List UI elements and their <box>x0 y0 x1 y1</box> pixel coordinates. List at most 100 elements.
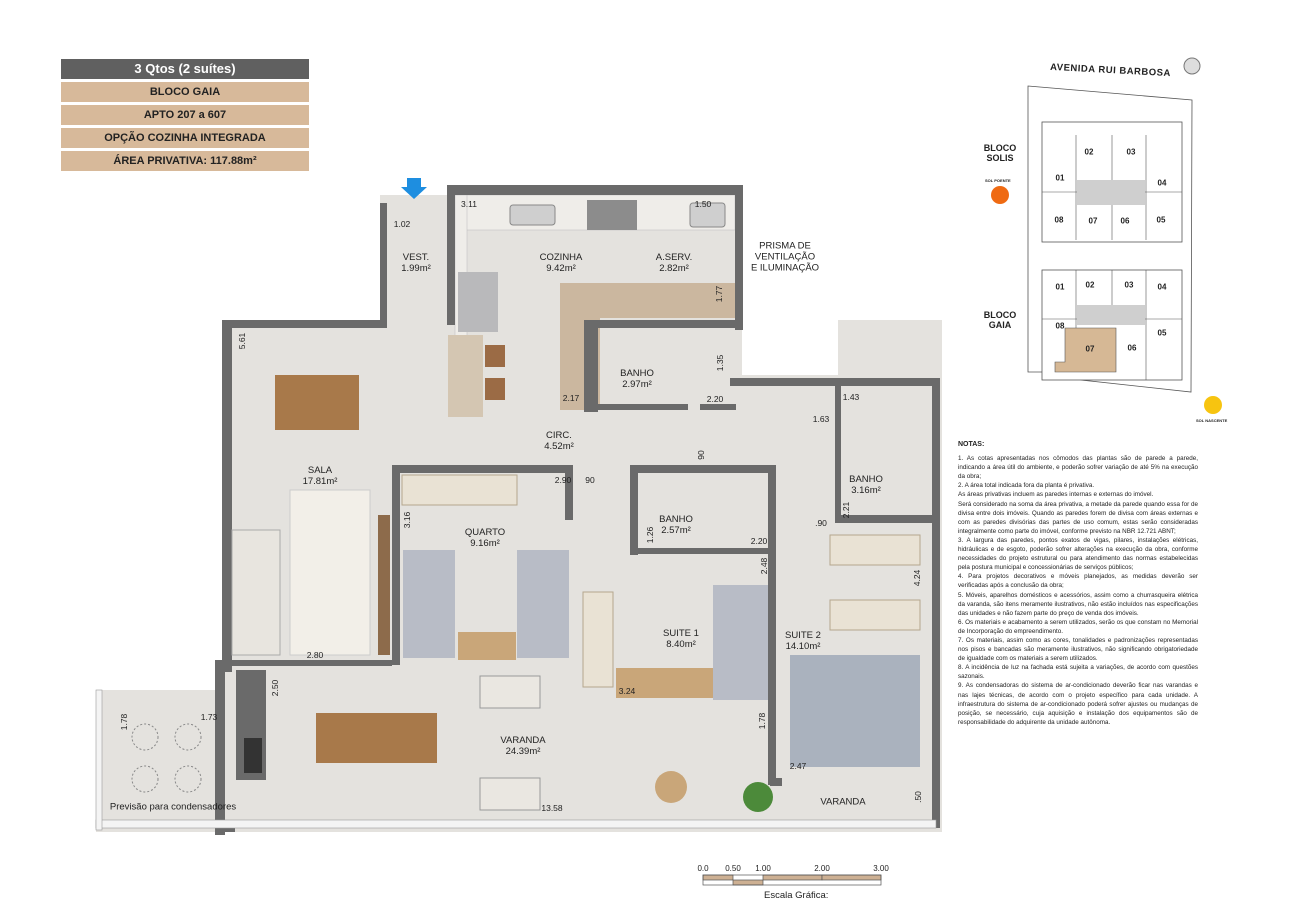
bed <box>403 550 455 658</box>
gaia-unit: 03 <box>1124 280 1134 290</box>
room-name: QUARTO <box>464 527 506 538</box>
block-line: SOLIS <box>986 153 1014 163</box>
dimension: 1.02 <box>393 219 411 229</box>
gaia-unit: 06 <box>1127 343 1137 353</box>
scale-tick: 0.0 <box>697 864 709 873</box>
dimension: 1.78 <box>757 712 767 730</box>
bed <box>713 585 768 700</box>
area-label: ÁREA PRIVATIVA: 117.88m² <box>61 151 309 171</box>
room-name: BANHO <box>659 514 693 525</box>
scale-tick: 1.00 <box>755 864 771 873</box>
prisma-line: PRISMA DE <box>759 240 811 252</box>
room-area: 17.81m² <box>302 476 338 487</box>
room-circ: CIRC.4.52m² <box>544 430 574 452</box>
room-name: SUITE 1 <box>663 628 699 639</box>
room-name: BANHO <box>849 474 883 485</box>
room-area: 2.97m² <box>622 379 652 390</box>
gaia-unit: 04 <box>1157 282 1167 292</box>
room-area: 14.10m² <box>785 641 821 652</box>
dimension: 1.77 <box>714 285 724 303</box>
room-name: SALA <box>307 465 333 476</box>
note-item: 7. Os materiais, assim como as cores, to… <box>958 636 1198 663</box>
entry-arrow-icon <box>401 178 427 199</box>
notes-section: NOTAS: 1. As cotas apresentadas nos cômo… <box>958 440 1198 727</box>
dimension: 5.61 <box>237 332 247 350</box>
gaia-unit: 05 <box>1157 328 1167 338</box>
sun-west-icon <box>991 186 1009 204</box>
gaia-unit-highlighted: 07 <box>1085 344 1095 354</box>
units-label: APTO 207 a 607 <box>61 105 309 125</box>
note-item: As áreas privativas incluem as paredes i… <box>958 491 1154 499</box>
bed <box>517 550 569 658</box>
scale-tick: 2.00 <box>814 864 830 873</box>
dimension: 2.17 <box>562 393 580 403</box>
sun-east-label: SOL NASCENTE <box>1196 418 1228 423</box>
note-item: 4. Para projetos decorativos e móveis pl… <box>958 573 1198 590</box>
room-area: 24.39m² <box>505 746 541 757</box>
room-varanda-suite: VARANDA <box>820 797 865 808</box>
block-line: GAIA <box>988 320 1012 330</box>
sun-west-label: SOL POENTE <box>985 178 1011 183</box>
note-item: 5. Móveis, aparelhos domésticos e acessó… <box>958 591 1198 617</box>
bed <box>790 655 920 767</box>
room-name: SUITE 2 <box>785 630 821 641</box>
room-vest: VEST.1.99m² <box>401 252 431 274</box>
room-name: VARANDA <box>820 796 866 808</box>
dimension: 2.50 <box>270 679 280 697</box>
room-name: VEST. <box>402 252 430 263</box>
dimension: 1.78 <box>119 713 129 731</box>
dimension: 2.48 <box>759 557 769 575</box>
dimension: 2.80 <box>306 650 324 660</box>
dimension: 3.24 <box>618 686 636 696</box>
room-name: Previsão para condensadores <box>109 801 237 813</box>
dimension: 1.35 <box>715 354 725 372</box>
room-area: 2.57m² <box>661 525 691 536</box>
dimension: 1.43 <box>842 392 860 402</box>
compass-icon <box>1183 57 1201 75</box>
sun-east-icon <box>1204 396 1222 414</box>
room-aserv: A.SERV.2.82m² <box>656 252 692 274</box>
solis-unit: 04 <box>1157 178 1167 188</box>
solis-unit: 01 <box>1055 173 1065 183</box>
dimension: 1.26 <box>645 526 655 544</box>
note-item: 2. A área total indicada fora da planta … <box>958 482 1095 490</box>
room-area: 4.52m² <box>544 441 574 452</box>
room-area: 2.82m² <box>659 263 689 274</box>
room-name: CIRC. <box>546 430 572 441</box>
typology-label: 3 Qtos (2 suítes) <box>61 59 309 79</box>
note-item: 1. As cotas apresentadas nos cômodos das… <box>958 455 1198 481</box>
note-item: 3. A largura das paredes, pontos exatos … <box>958 536 1198 572</box>
room-area: 3.16m² <box>851 485 881 496</box>
solis-unit: 03 <box>1126 147 1136 157</box>
cooktop <box>587 200 637 230</box>
solis-unit: 07 <box>1088 216 1098 226</box>
room-area: 8.40m² <box>666 639 696 650</box>
dimension: 2.90 <box>554 475 572 485</box>
room-area: 9.42m² <box>546 263 576 274</box>
prisma-line: VENTILAÇÃO <box>754 251 816 263</box>
block-line: BLOCO <box>983 143 1017 153</box>
block-label: BLOCO GAIA <box>61 82 309 102</box>
room-name: BANHO <box>620 368 654 379</box>
dimension: 2.20 <box>750 536 768 546</box>
dimension: 1.63 <box>812 414 830 424</box>
solis-unit: 06 <box>1120 216 1130 226</box>
dimension: 2.47 <box>789 761 807 771</box>
scale-tick: 3.00 <box>873 864 889 873</box>
room-area: 9.16m² <box>470 538 500 549</box>
solis-unit: 08 <box>1054 215 1064 225</box>
solis-unit: 02 <box>1084 147 1094 157</box>
dimension: .50 <box>913 791 923 803</box>
solis-unit: 05 <box>1156 215 1166 225</box>
scale-label: Escala Gráfica: <box>764 890 829 901</box>
